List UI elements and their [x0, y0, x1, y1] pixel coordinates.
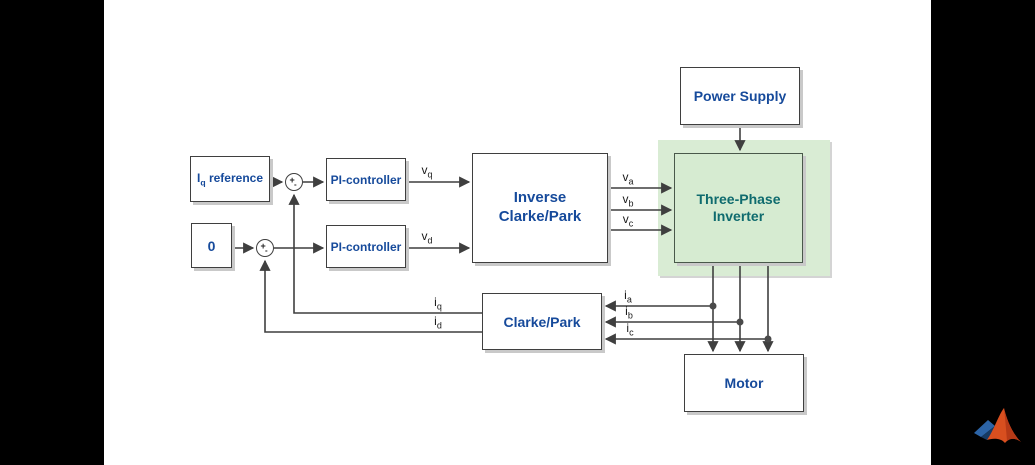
minus-sign: - — [294, 180, 297, 189]
sum-junction-d: + - — [256, 239, 274, 257]
signal-label-iq: iq — [434, 295, 442, 312]
signal-label-ia: ia — [624, 288, 632, 305]
signal-label-vd: vd — [421, 229, 433, 246]
matlab-logo — [974, 408, 1021, 443]
block-inverse-clarke-park: Inverse Clarke/Park — [472, 153, 608, 263]
block-iq-reference: Iq reference — [190, 156, 270, 202]
diagram-canvas: Iq reference 0 PI-controller PI-controll… — [104, 0, 931, 465]
pi-controller-d-label: PI-controller — [330, 239, 402, 254]
motor-label: Motor — [724, 375, 764, 391]
plus-sign: + — [289, 175, 295, 185]
connector-wires — [232, 125, 774, 353]
block-power-supply: Power Supply — [680, 67, 800, 125]
sum-junction-q: + - — [285, 173, 303, 191]
pi-controller-q-label: PI-controller — [330, 172, 402, 187]
plus-sign: + — [260, 241, 266, 251]
block-pi-controller-q: PI-controller — [326, 158, 406, 201]
signal-label-va: va — [622, 170, 634, 187]
signal-label-ic: ic — [626, 321, 634, 338]
block-motor: Motor — [684, 354, 804, 412]
block-clarke-park: Clarke/Park — [482, 293, 602, 350]
minus-sign: - — [265, 246, 268, 255]
signal-label-vq: vq — [421, 163, 433, 180]
signal-label-vb: vb — [622, 192, 634, 209]
signal-label-ib: ib — [625, 304, 633, 321]
clarke-park-label: Clarke/Park — [503, 313, 581, 330]
power-supply-label: Power Supply — [693, 88, 787, 104]
block-three-phase-inverter: Three-Phase Inverter — [674, 153, 803, 263]
inverse-clarke-park-label: Inverse Clarke/Park — [498, 189, 582, 225]
signal-label-id: id — [434, 314, 442, 331]
three-phase-inverter-label: Three-Phase Inverter — [696, 190, 781, 225]
zero-label: 0 — [207, 237, 216, 254]
block-zero-reference: 0 — [191, 223, 232, 268]
iq-reference-label: Iq reference — [197, 170, 263, 188]
block-pi-controller-d: PI-controller — [326, 225, 406, 268]
signal-label-vc: vc — [622, 212, 634, 229]
